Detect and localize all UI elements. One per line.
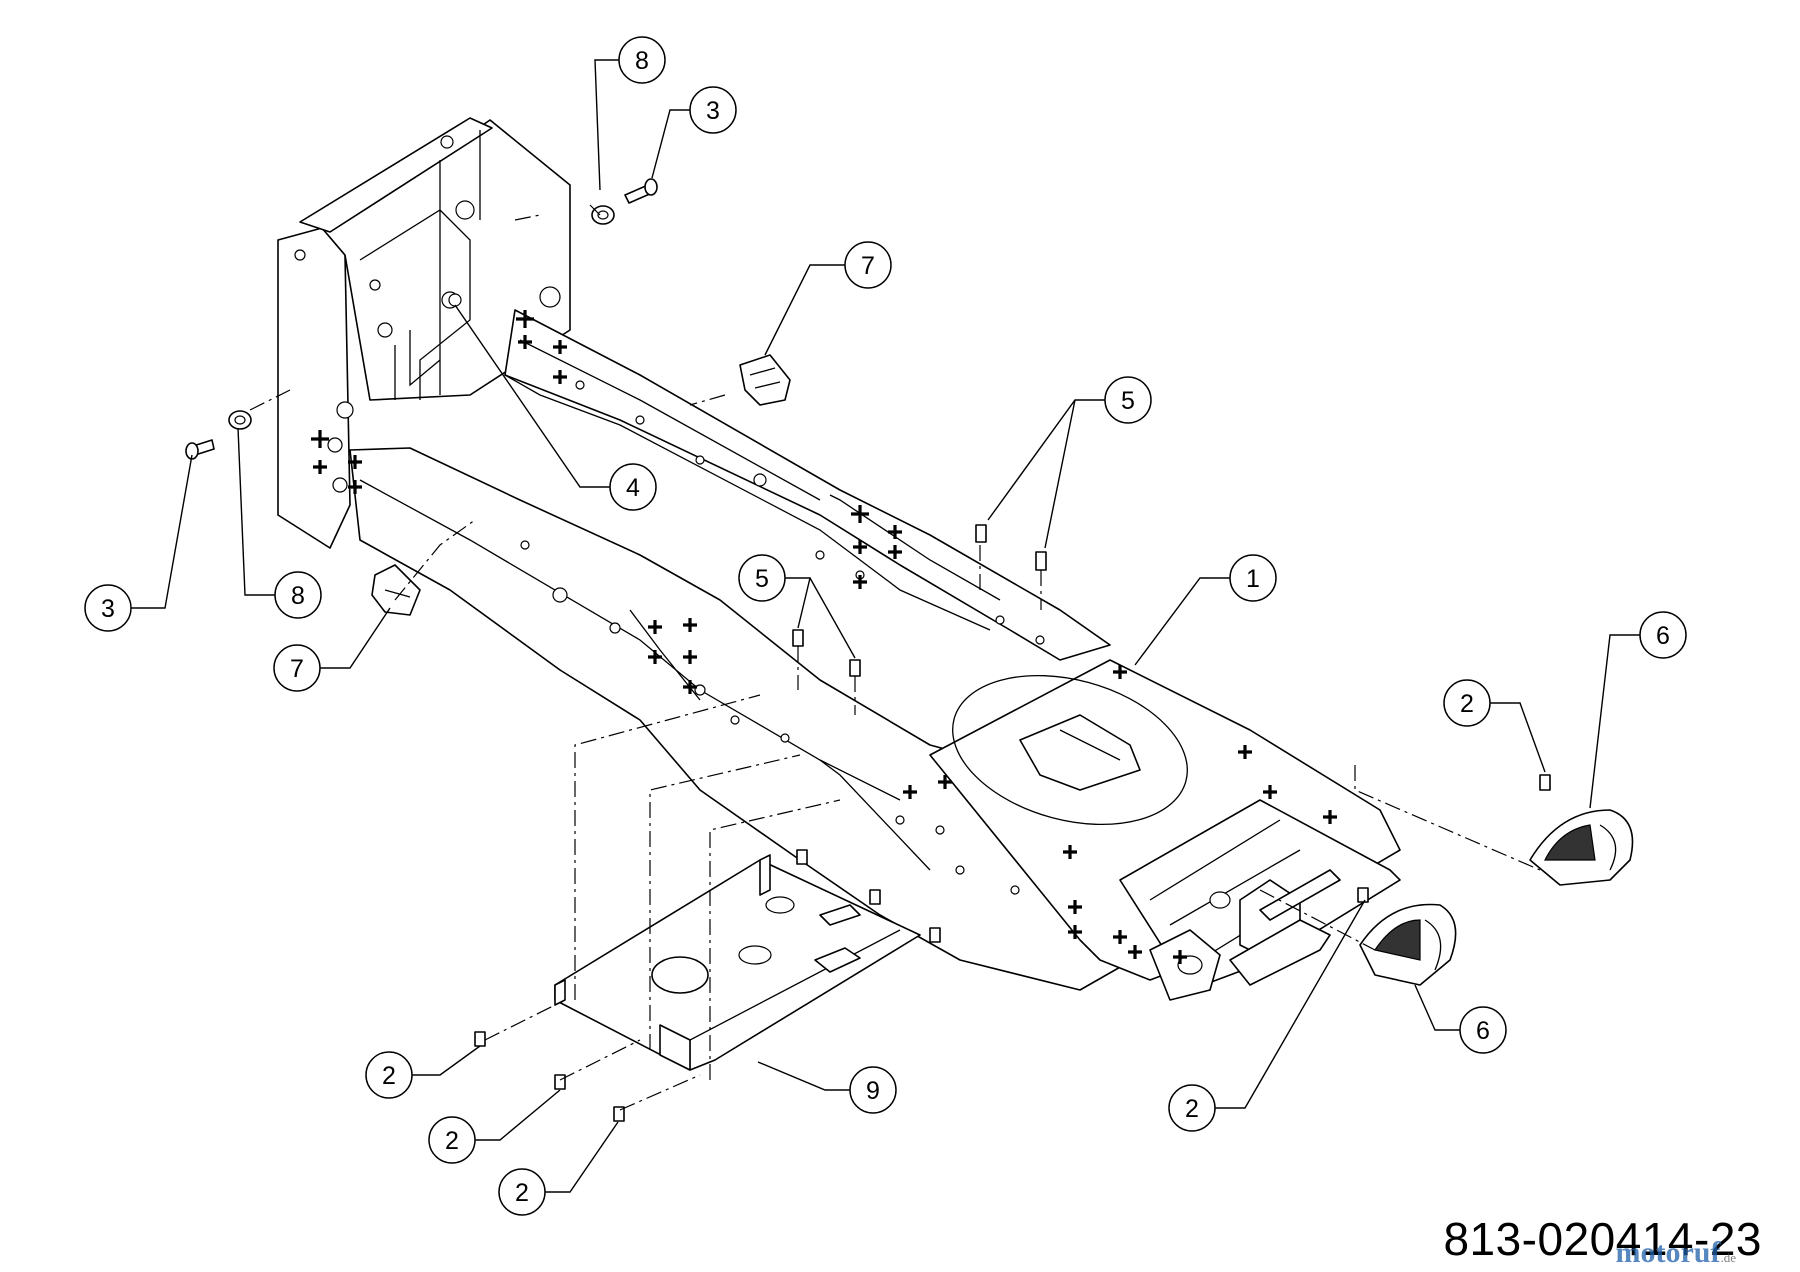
callout-label: 4 xyxy=(626,474,640,502)
bottom-plate xyxy=(474,849,941,1122)
callout-2-bottom-1[interactable]: 2 xyxy=(365,1051,413,1099)
callout-4[interactable]: 4 xyxy=(609,463,657,511)
callout-1[interactable]: 1 xyxy=(1229,554,1277,602)
rear-cap-bottom xyxy=(1359,903,1457,986)
callout-label: 5 xyxy=(755,565,769,593)
callout-6-top[interactable]: 6 xyxy=(1639,611,1687,659)
callout-2-right-top[interactable]: 2 xyxy=(1443,679,1491,727)
rear-cap-top xyxy=(1529,809,1634,886)
callout-label: 2 xyxy=(1185,1095,1199,1123)
callout-2-bottom-2[interactable]: 2 xyxy=(428,1116,476,1164)
watermark-tld: .de xyxy=(1720,1250,1736,1265)
callout-label: 7 xyxy=(290,655,304,683)
callout-8-left[interactable]: 8 xyxy=(274,571,322,619)
callout-label: 7 xyxy=(861,252,875,280)
diagram-part-number: 813-020414-23 xyxy=(1443,1213,1762,1265)
callout-label: 6 xyxy=(1656,622,1670,650)
callout-2-right-bottom[interactable]: 2 xyxy=(1168,1084,1216,1132)
callout-label: 3 xyxy=(706,97,720,125)
callout-label: 3 xyxy=(101,595,115,623)
callout-7-left[interactable]: 7 xyxy=(273,644,321,692)
callout-3-left[interactable]: 3 xyxy=(84,584,132,632)
callout-7-top[interactable]: 7 xyxy=(844,241,892,289)
front-bracket-assembly xyxy=(277,117,571,549)
callout-label: 9 xyxy=(866,1077,880,1105)
callout-3-top[interactable]: 3 xyxy=(689,86,737,134)
watermark-brand: motoruf xyxy=(1615,1236,1721,1269)
callout-6-bottom[interactable]: 6 xyxy=(1459,1006,1507,1054)
callout-label: 2 xyxy=(382,1062,396,1090)
leader-lines xyxy=(130,59,1640,1193)
callout-5-right[interactable]: 5 xyxy=(1104,376,1152,424)
callout-9[interactable]: 9 xyxy=(849,1066,897,1114)
main-frame xyxy=(311,309,1401,1001)
callout-5-mid[interactable]: 5 xyxy=(738,554,786,602)
callout-label: 6 xyxy=(1476,1017,1490,1045)
weld-marks xyxy=(311,310,1337,964)
callout-label: 2 xyxy=(445,1127,459,1155)
assembly-lines xyxy=(249,204,1541,1111)
callout-label: 2 xyxy=(1460,690,1474,718)
callout-8-top[interactable]: 8 xyxy=(618,36,666,84)
callout-label: 8 xyxy=(291,582,305,610)
callout-label: 8 xyxy=(635,47,649,75)
callout-label: 1 xyxy=(1246,565,1260,593)
callout-label: 2 xyxy=(515,1179,529,1207)
callouts: 8 3 7 5 4 3 8 7 xyxy=(84,36,1687,1216)
small-parts xyxy=(185,178,1634,986)
callout-2-bottom-3[interactable]: 2 xyxy=(498,1168,546,1216)
watermark-logo: motoruf.de xyxy=(1615,1236,1736,1270)
callout-label: 5 xyxy=(1121,387,1135,415)
